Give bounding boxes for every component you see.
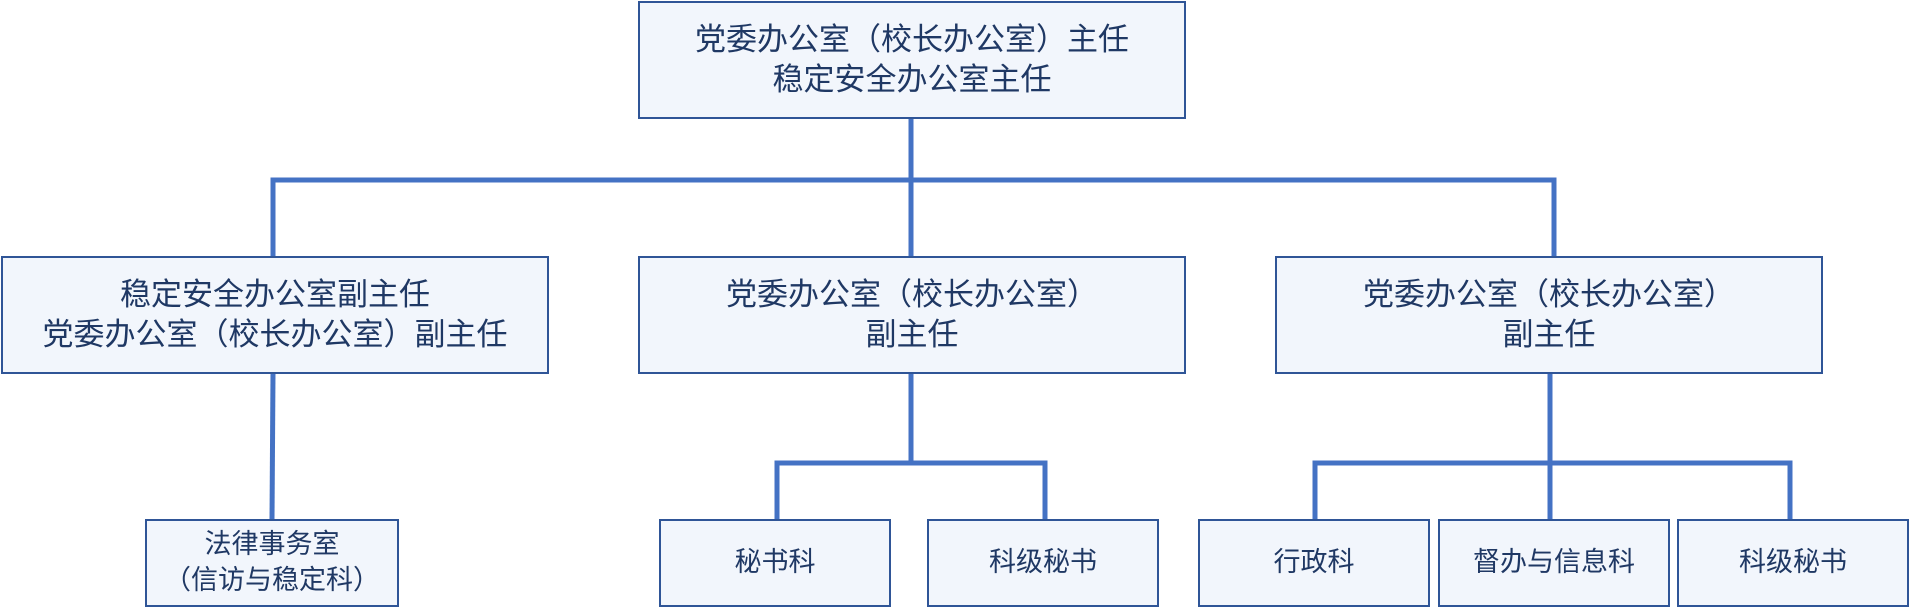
unit-node-administration-label: 行政科 [1273, 547, 1355, 578]
unit-node-legal-affairs-line-2: （信访与稳定科） [164, 565, 380, 596]
deputy-node-2-line-2: 副主任 [865, 317, 959, 353]
unit-node-legal-affairs-line-1: 法律事务室 [204, 529, 340, 560]
unit-node-section-secretary-2-label: 科级秘书 [1739, 547, 1847, 578]
connector-deputy-1-to-unit [269, 370, 276, 522]
deputy-node-3-line-1: 党委办公室（校长办公室） [1363, 277, 1735, 313]
unit-node-supervision-info: 督办与信息科 [1438, 519, 1670, 607]
deputy-node-1: 稳定安全办公室副主任 党委办公室（校长办公室）副主任 [1, 256, 549, 374]
unit-node-secretariat: 秘书科 [659, 519, 891, 607]
unit-node-section-secretary-1: 科级秘书 [927, 519, 1159, 607]
unit-node-administration: 行政科 [1198, 519, 1430, 607]
unit-node-secretariat-label: 秘书科 [734, 547, 816, 578]
unit-node-legal-affairs: 法律事务室 （信访与稳定科） [145, 519, 399, 607]
deputy-node-1-line-1: 稳定安全办公室副主任 [120, 277, 430, 313]
root-node-line-1: 党委办公室（校长办公室）主任 [695, 22, 1129, 58]
deputy-node-3: 党委办公室（校长办公室） 副主任 [1275, 256, 1823, 374]
deputy-node-1-line-2: 党委办公室（校长办公室）副主任 [42, 317, 508, 353]
deputy-node-2-line-1: 党委办公室（校长办公室） [726, 277, 1098, 313]
root-node: 党委办公室（校长办公室）主任 稳定安全办公室主任 [638, 1, 1186, 119]
unit-node-section-secretary-1-label: 科级秘书 [989, 547, 1097, 578]
unit-node-supervision-info-label: 督办与信息科 [1473, 547, 1635, 578]
deputy-node-3-line-2: 副主任 [1502, 317, 1596, 353]
deputy-node-2: 党委办公室（校长办公室） 副主任 [638, 256, 1186, 374]
root-node-line-2: 稳定安全办公室主任 [772, 62, 1052, 98]
unit-node-section-secretary-2: 科级秘书 [1677, 519, 1909, 607]
